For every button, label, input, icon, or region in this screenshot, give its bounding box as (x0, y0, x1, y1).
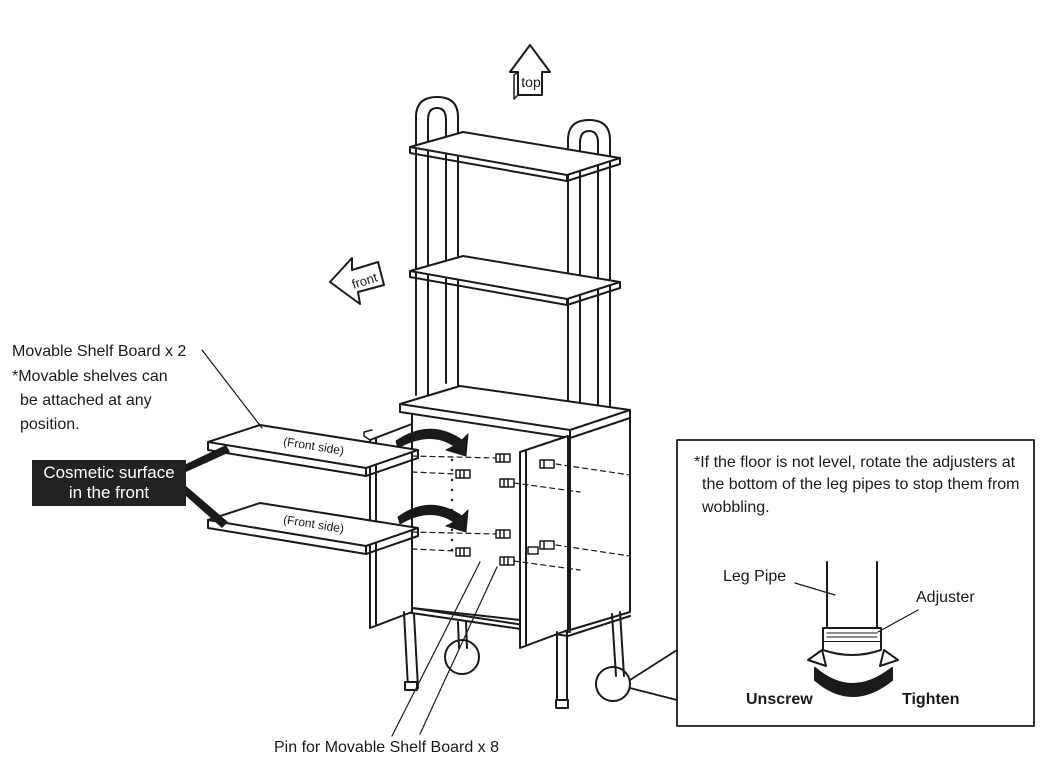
cosmetic-badge-line-1: Cosmetic surface (43, 463, 175, 482)
front-direction-arrow (329, 257, 385, 305)
rack-shelf-upper (409, 131, 621, 182)
callout-note-line-3: wobbling. (702, 499, 770, 516)
movable-shelf-label: Movable Shelf Board x 2 (12, 343, 187, 360)
insert-arrow-upper (395, 428, 469, 457)
cabinet-legs (403, 611, 631, 709)
adjuster-label: Adjuster (916, 589, 975, 606)
leg-pipe-label: Leg Pipe (723, 568, 787, 585)
cosmetic-surface-badge: Cosmetic surface in the front (32, 460, 186, 506)
top-arrow-label: top (521, 74, 541, 90)
rack-pipes (415, 96, 611, 423)
shelf-pins (455, 453, 555, 566)
pin-guide-lines (411, 455, 631, 571)
insert-arrow-lower (397, 504, 469, 533)
rack-shelf-lower (409, 255, 621, 306)
callout-note-line-2: the bottom of the leg pipes to stop them… (702, 476, 1020, 493)
tighten-label: Tighten (902, 691, 960, 708)
top-direction-arrow (509, 44, 551, 100)
adjuster-callout (629, 439, 1035, 727)
movable-shelf-board-upper (207, 424, 419, 477)
unscrew-label: Unscrew (746, 691, 813, 708)
leader-lines (201, 349, 498, 737)
callout-note-line-1: *If the floor is not level, rotate the a… (694, 454, 1016, 471)
cosmetic-badge-line-2: in the front (68, 483, 150, 502)
pin-label: Pin for Movable Shelf Board x 8 (274, 739, 500, 756)
movable-shelf-board-lower (207, 502, 419, 555)
shelf-note-line-2: be attached at any (20, 392, 152, 409)
shelf-note-line-1: *Movable shelves can (12, 368, 168, 385)
cosmetic-pointers (186, 445, 230, 528)
shelf-note-line-3: position. (20, 416, 80, 433)
